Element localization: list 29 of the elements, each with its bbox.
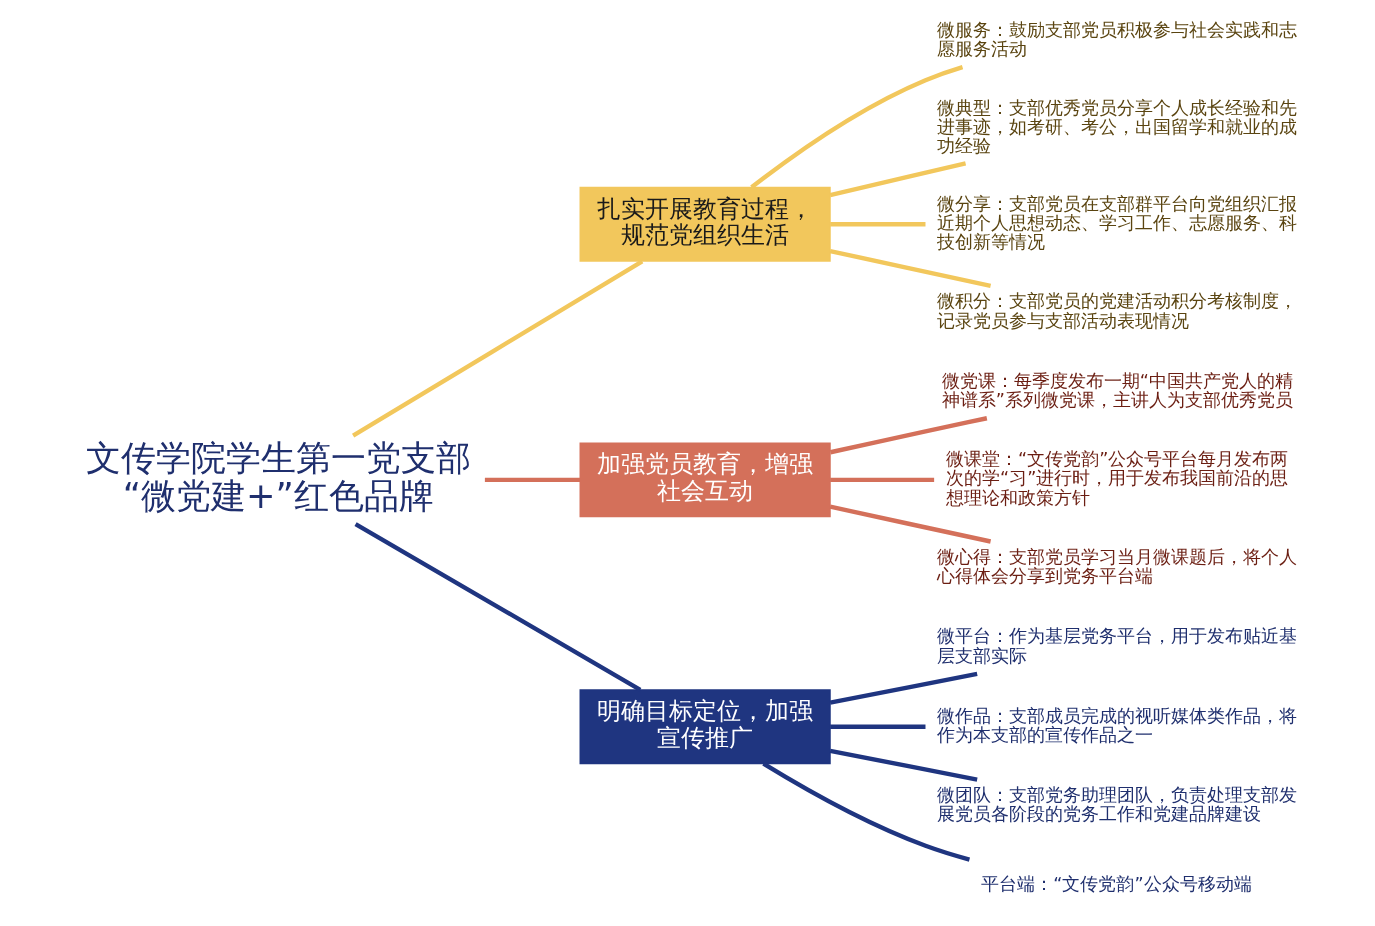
node-box: 扎实开展教育过程，规范党组织生活	[579, 186, 831, 262]
node-text: 微典型：支部优秀党员分享个人成长经验和先进事迹，如考研、考公，出国留学和就业的成功经验	[937, 98, 1298, 157]
connector	[484, 477, 581, 483]
node-text: 平台端：“文传党韵”公众号移动端	[981, 873, 1252, 894]
node-text: 微分享：支部党员在支部群平台向党组织汇报近期个人思想动态、学习工作、志愿服务、科技创新等情况	[937, 193, 1298, 252]
connector	[750, 65, 964, 190]
connector	[762, 761, 971, 862]
node-text: 微心得：支部党员学习当月微课题后，将个人心得体会分享到党务平台端	[937, 547, 1298, 587]
connector	[829, 748, 978, 782]
connector	[829, 416, 988, 455]
connector	[830, 222, 926, 227]
connector	[829, 248, 992, 289]
connector	[830, 477, 935, 483]
connector	[830, 724, 926, 729]
connector	[352, 259, 644, 438]
node-box: 明确目标定位，加强宣传推广	[579, 689, 831, 765]
node-text: 微团队：支部党务助理团队，负责处理支部发展党员各阶段的党务工作和党建品牌建设	[937, 785, 1298, 825]
node-text: 微平台：作为基层党务平台，用于发布贴近基层支部实际	[937, 626, 1298, 666]
node-box: 加强党员教育，增强社会互动	[579, 442, 831, 518]
node-text: 文传学院学生第一党支部“微党建+”红色品牌	[85, 436, 471, 517]
node-text: 微积分：支部党员的党建活动积分考核制度，记录党员参与支部活动表现情况	[937, 291, 1298, 331]
node-text: 微党课：每季度发布一期“中国共产党人的精神谱系”系列微党课，主讲人为支部优秀党员	[941, 370, 1293, 410]
connector	[354, 522, 642, 692]
connector	[829, 504, 992, 544]
connector	[829, 161, 967, 198]
node-text: 微作品：支部成员完成的视听媒体类作品，将作为本支部的宣传作品之一	[937, 705, 1298, 745]
connector	[829, 671, 978, 705]
node-text: 微课堂：“文传党韵”公众号平台每月发布两次的学“习”进行时，用于发布我国前沿的思想理论和政策方针	[946, 449, 1289, 508]
node-text: 微服务：鼓励支部党员积极参与社会实践和志愿服务活动	[937, 19, 1298, 59]
